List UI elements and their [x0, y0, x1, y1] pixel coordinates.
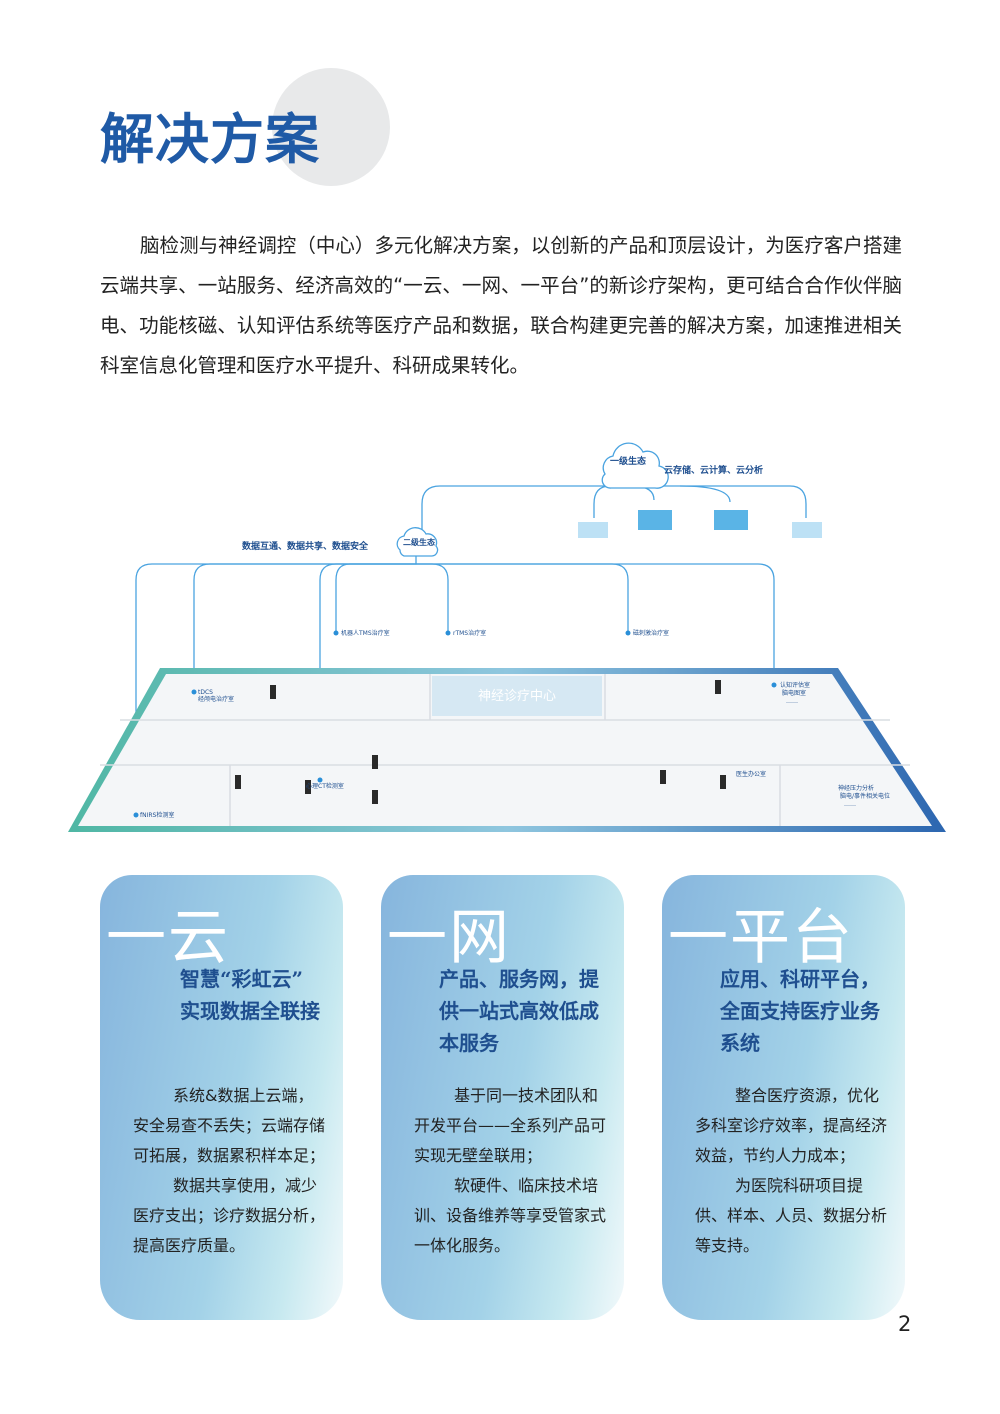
room-label: rTMS治疗室	[453, 629, 486, 637]
room-label: 磁刺激治疗室	[633, 629, 669, 637]
chairs	[235, 680, 726, 804]
card-subtitle: 产品、服务网，提 供一站式高效低成 本服务	[439, 967, 599, 1055]
room-label: 经颅电治疗室	[198, 695, 234, 703]
card-subtitle: 智慧“彩虹云” 实现数据全联接	[180, 967, 320, 1023]
room-label: ……	[786, 698, 798, 705]
card-one-network: 一网 产品、服务网，提 供一站式高效低成 本服务 基于同一技术团队和开发平台——…	[381, 875, 624, 1320]
center-desk	[432, 676, 602, 716]
room-label: ……	[844, 801, 856, 808]
room-label: 脑电/事件相关电位	[840, 792, 890, 800]
floor	[78, 674, 932, 826]
room-label: 认知评估室	[780, 681, 810, 689]
decorative-circle	[272, 68, 390, 186]
card-subtitle: 应用、科研平台， 全面支持医疗业务 系统	[720, 967, 880, 1055]
card-one-cloud: 一云 智慧“彩虹云” 实现数据全联接 系统&数据上云端，安全易查不丢失；云端存储…	[100, 875, 343, 1320]
ecosystem-diagram: 一级生态 云存储、云计算、云分析 二级生态 数据互通、数据共享、数据安全 神经诊…	[68, 442, 946, 832]
card-body: 系统&数据上云端，安全易查不丢失；云端存储可拓展，数据累积样本足； 数据共享使用…	[133, 1086, 326, 1255]
level1-desc: 云存储、云计算、云分析	[664, 464, 763, 476]
room-label: 神经压力分析	[838, 784, 874, 792]
card-heading: 一网	[387, 903, 511, 973]
card-body: 整合医疗资源，优化多科室诊疗效率，提高经济效益，节约人力成本； 为医院科研项目提…	[695, 1086, 888, 1255]
page-title: 解决方案	[100, 107, 320, 171]
room-label: 机器人TMS治疗室	[341, 629, 390, 637]
room-label: 医生办公室	[736, 770, 766, 778]
level2-desc: 数据互通、数据共享、数据安全	[242, 540, 369, 552]
card-one-platform: 一平台 应用、科研平台， 全面支持医疗业务 系统 整合医疗资源，优化多科室诊疗效…	[662, 875, 905, 1320]
card-heading: 一云	[106, 903, 230, 973]
room-walls	[100, 674, 910, 826]
room-label: 脑电图室	[782, 689, 806, 697]
intro-paragraph: 脑检测与神经调控（中心）多元化解决方案，以创新的产品和顶层设计，为医疗客户搭建云…	[100, 234, 902, 377]
page-number: 2	[898, 1312, 912, 1336]
cloud-icon-level2	[396, 527, 439, 557]
level2-label: 二级生态	[403, 537, 435, 547]
room-label: fNIRS检测室	[140, 811, 174, 819]
room-label: 心理CT检测室	[306, 782, 344, 790]
room-label: tDCS	[198, 689, 213, 696]
level1-label: 一级生态	[610, 455, 646, 467]
card-heading: 一平台	[668, 903, 854, 973]
cloud-icon-level1	[601, 442, 669, 489]
card-body: 基于同一技术团队和开发平台——全系列产品可实现无壁垒联用； 软硬件、临床技术培训…	[414, 1086, 607, 1255]
center-sign: 神经诊疗中心	[478, 689, 556, 704]
hospital-icons	[578, 510, 822, 538]
